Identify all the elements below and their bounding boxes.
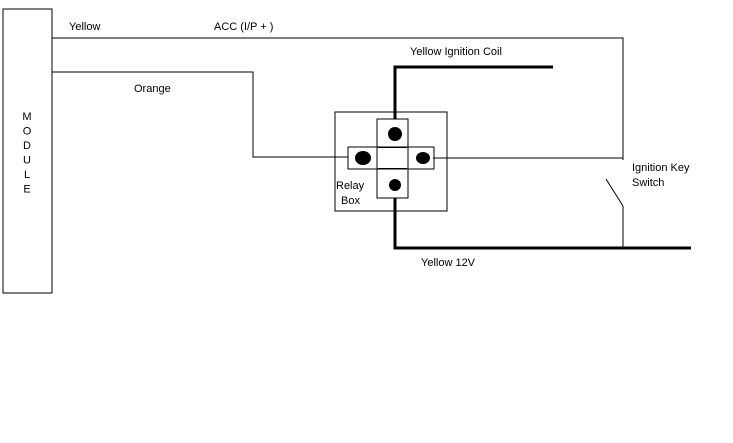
relay-box [334,111,448,212]
label-acc: ACC (I/P + ) [214,21,273,33]
orange-wire [52,71,348,158]
label-yellow-ignition-coil: Yellow Ignition Coil [410,46,502,58]
relay-terminal-left [355,151,371,165]
yellow-acc-wire [52,37,624,160]
module-letter: U [23,155,31,167]
ignition-coil-wire [393,65,553,133]
label-yellow: Yellow [69,21,100,33]
label-relay: Relay [336,180,365,192]
label-switch: Switch [632,177,664,189]
relay-terminal-top [388,127,402,141]
module-letter: L [24,169,30,181]
module-letter: M [22,111,31,123]
label-yellow-12v: Yellow 12V [421,257,476,269]
yellow-12v-wire [393,185,691,250]
module-box [2,8,53,294]
relay-terminal-bottom [389,179,401,191]
label-orange: Orange [134,83,171,95]
label-box: Box [341,195,360,207]
module-letter: O [23,126,32,138]
module-letter: E [23,184,30,196]
module-letter: D [23,140,31,152]
relay-box-outline [334,111,448,212]
label-ignition-key: Ignition Key [632,162,690,174]
relay-terminal-right [416,152,430,164]
ignition-switch-contact [605,178,624,207]
